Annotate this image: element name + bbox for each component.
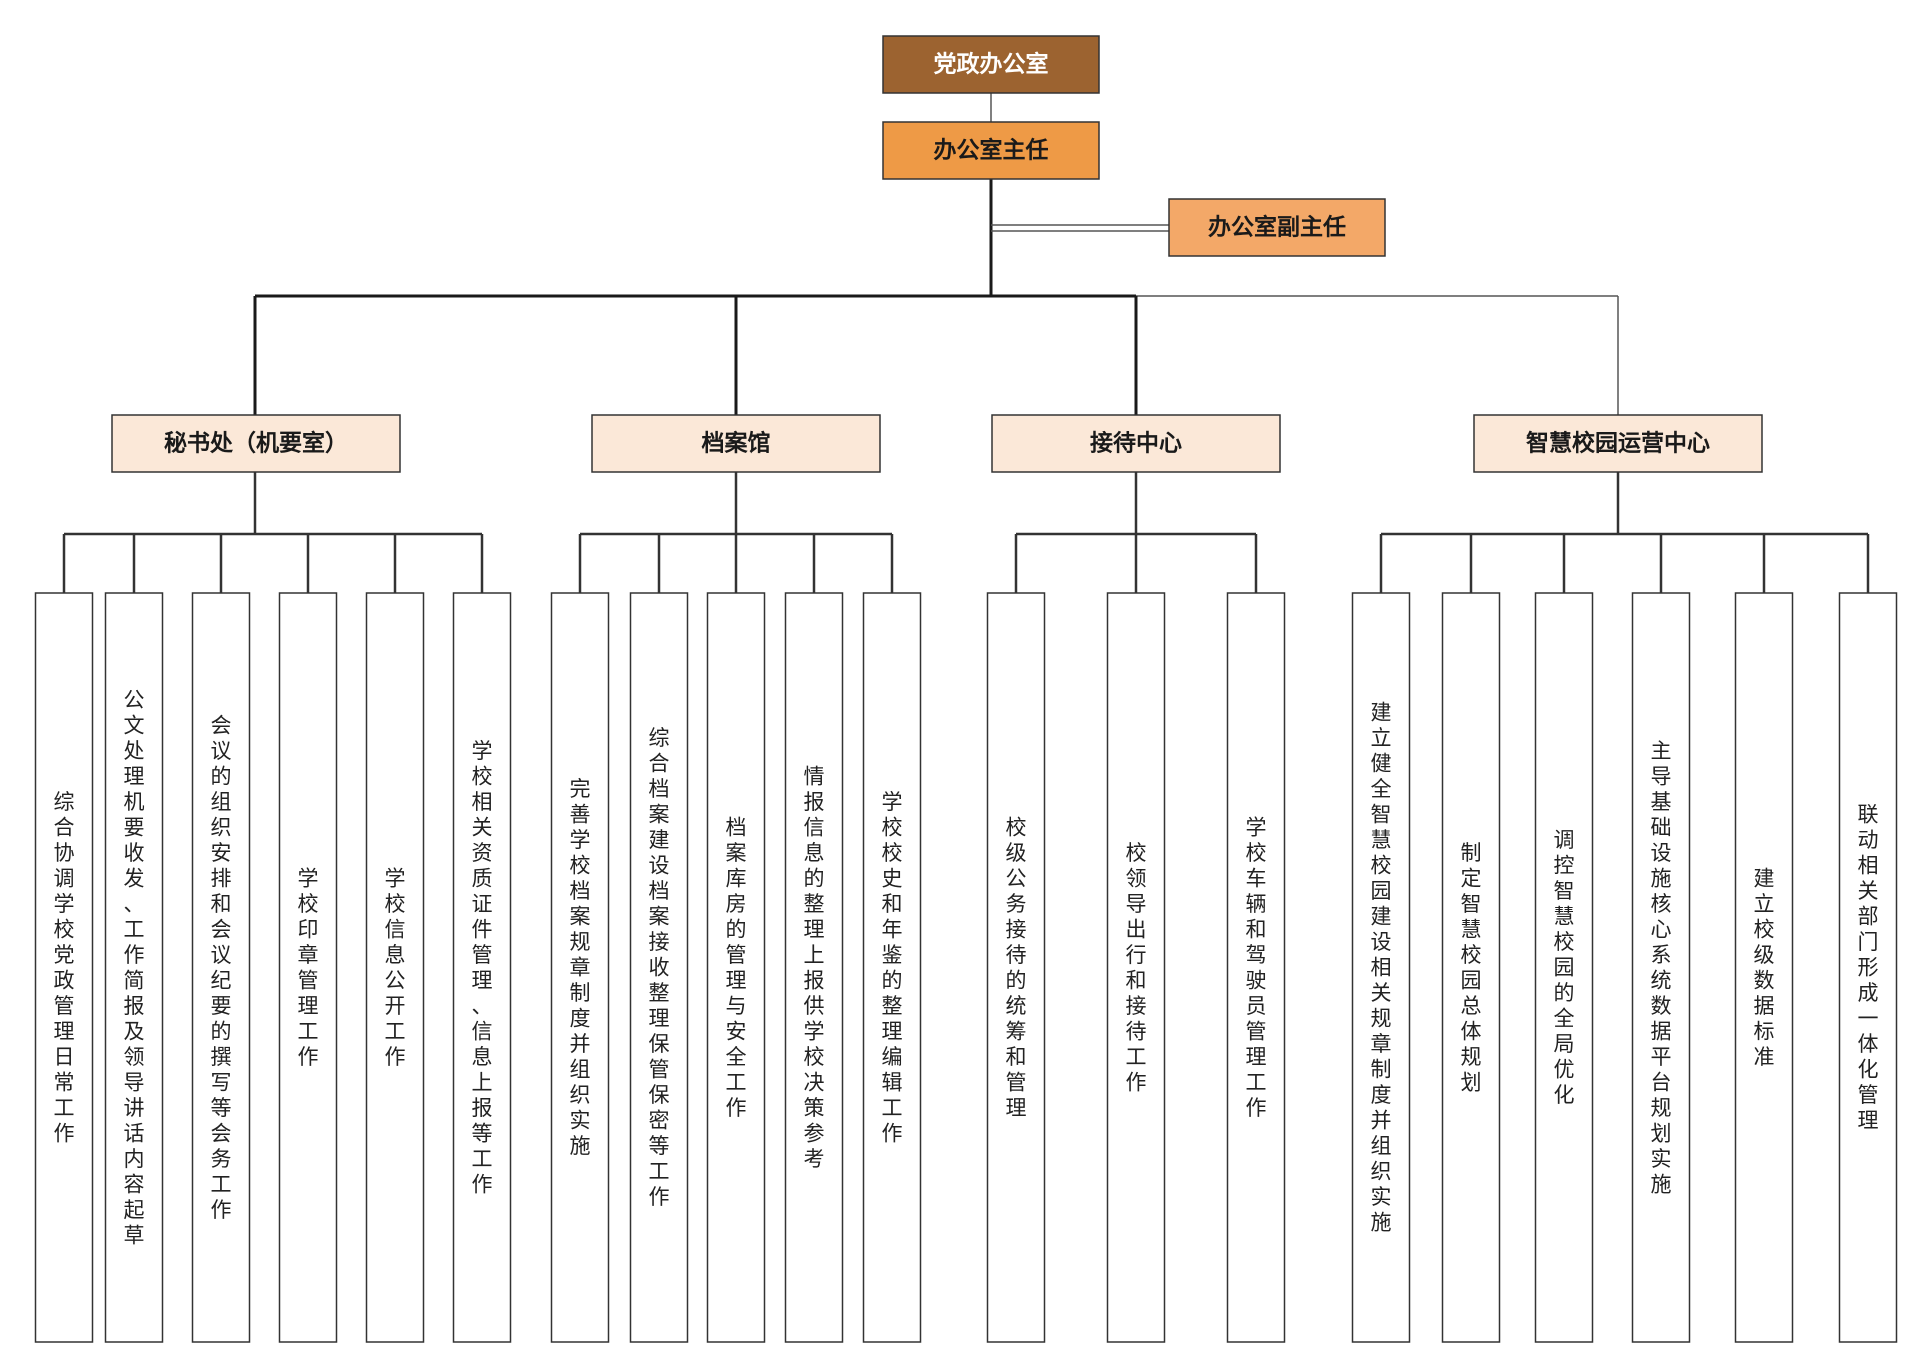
task-label: 联动相关部门形成一体化管理: [1858, 803, 1879, 1133]
deputy-node-label: 办公室副主任: [1208, 214, 1346, 241]
task-label: 学校车辆和驾驶员管理工作: [1246, 815, 1267, 1120]
task-label: 学校印章管理工作: [298, 866, 319, 1069]
task-box: [629, 592, 689, 1343]
director-node: [882, 121, 1100, 180]
task-label: 综合协调学校党政管理日常工作: [54, 790, 75, 1146]
task-label: 主导基础设施核心系统数据平台规划实施: [1651, 739, 1672, 1197]
task-label: 制定智慧校园总体规划: [1461, 841, 1482, 1095]
task-box: [278, 592, 338, 1343]
director-node-label: 办公室主任: [934, 137, 1049, 164]
task-box: [1226, 592, 1286, 1343]
task-label: 校级公务接待的统筹和管理: [1006, 815, 1027, 1120]
task-label: 会议的组织安排和会议纪要的撰写等会务工作: [211, 713, 232, 1222]
task-box: [1441, 592, 1501, 1343]
task-box: [550, 592, 610, 1343]
top-node: [882, 35, 1100, 94]
department-node: [111, 414, 401, 473]
task-box: [784, 592, 844, 1343]
task-box: [986, 592, 1046, 1343]
task-label: 学校信息公开工作: [385, 866, 406, 1069]
connector-lines: [62, 93, 1870, 593]
department-node-label: 档案馆: [702, 430, 771, 457]
task-label: 完善学校档案规章制度并组织实施: [570, 777, 591, 1158]
task-box: [104, 592, 164, 1343]
task-box: [706, 592, 766, 1343]
department-node-label: 智慧校园运营中心: [1526, 430, 1710, 457]
department-node-label: 接待中心: [1090, 430, 1182, 457]
task-label: 建立校级数据标准: [1754, 866, 1775, 1069]
task-box: [1838, 592, 1898, 1343]
task-label: 校领导出行和接待工作: [1126, 841, 1147, 1095]
task-box: [1631, 592, 1691, 1343]
department-node: [991, 414, 1281, 473]
task-box: [1534, 592, 1594, 1343]
task-label: 学校相关资质证件管理、信息上报等工作: [472, 739, 493, 1197]
task-label: 调控智慧校园的全局优化: [1554, 828, 1575, 1107]
deputy-node: [1168, 198, 1386, 257]
task-label: 建立健全智慧校园建设相关规章制度并组织实施: [1371, 701, 1392, 1235]
task-label: 档案库房的管理与安全工作: [726, 815, 747, 1120]
task-label: 情报信息的整理上报供学校决策参考: [804, 764, 825, 1171]
task-box: [191, 592, 251, 1343]
task-box: [862, 592, 922, 1343]
department-node: [591, 414, 881, 473]
task-box: [1106, 592, 1166, 1343]
task-box: [365, 592, 425, 1343]
task-label: 学校校史和年鉴的整理编辑工作: [882, 790, 903, 1146]
task-box: [452, 592, 512, 1343]
task-box: [1734, 592, 1794, 1343]
task-box: [34, 592, 94, 1343]
top-node-label: 党政办公室: [934, 51, 1049, 78]
task-box: [1351, 592, 1411, 1343]
department-node-label: 秘书处（机要室）: [164, 430, 348, 457]
task-label: 综合档案建设档案接收整理保管保密等工作: [649, 726, 670, 1209]
task-label: 公文处理机要收发、工作简报及领导讲话内容起草: [124, 688, 145, 1248]
department-node: [1473, 414, 1763, 473]
